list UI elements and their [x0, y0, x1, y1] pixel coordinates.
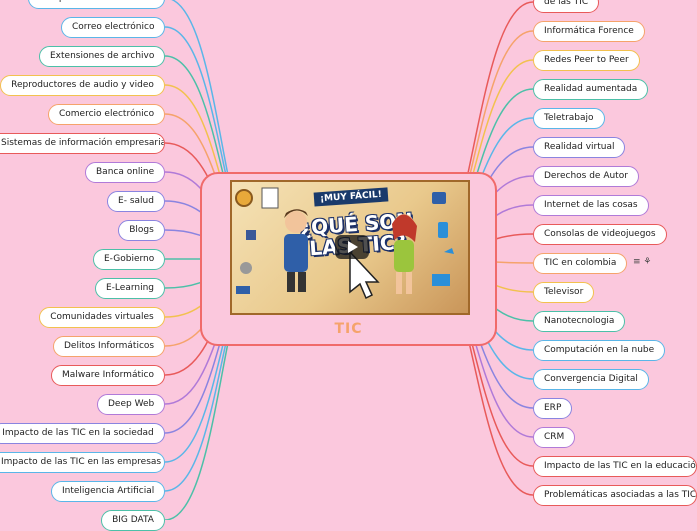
bird-icon: [444, 248, 454, 254]
branch-node-right[interactable]: de las TIC: [533, 0, 599, 13]
video-thumbnail[interactable]: ¡MUY FÁCIL! ¿QUÉ SON LAS TIC?: [230, 180, 470, 315]
branch-node-left[interactable]: E- salud: [107, 190, 165, 212]
branch-node-right[interactable]: Realidad aumentada: [533, 78, 648, 100]
branch-node-left[interactable]: Reproductores de audio y video: [0, 74, 165, 96]
branch-node-right[interactable]: Internet de las cosas: [533, 194, 649, 216]
branch-node-right[interactable]: ERP: [533, 397, 572, 419]
branch-node-right[interactable]: Nanotecnologia: [533, 310, 625, 332]
film-reel-icon: [240, 262, 252, 274]
phone-icon: [438, 222, 448, 238]
branch-node-right[interactable]: Redes Peer to Peer: [533, 49, 640, 71]
document-icon: [261, 187, 279, 209]
note-icon: ≡ ⚘: [633, 257, 652, 267]
laptop-icon: [432, 274, 450, 286]
branch-node-right[interactable]: Computación en la nube: [533, 339, 665, 361]
branch-node-right[interactable]: Impacto de las TIC en la educación: [533, 455, 697, 477]
branch-node-right[interactable]: Problemáticas asociadas a las TIC: [533, 484, 697, 506]
branch-node-left[interactable]: Banca online: [85, 161, 165, 183]
gamepad-icon: [236, 286, 250, 294]
branch-node-left[interactable]: BIG DATA: [101, 509, 165, 531]
branch-node-right[interactable]: Televisor: [533, 281, 594, 303]
branch-node-left[interactable]: Impacto de las TIC en las empresas: [0, 451, 165, 473]
branch-node-left[interactable]: Deep Web: [97, 393, 165, 415]
woman-body-icon: [394, 240, 414, 272]
branch-node-left[interactable]: Malware Informático: [51, 364, 165, 386]
branch-node-left[interactable]: Búsqueda de información: [28, 0, 165, 9]
branch-node-right[interactable]: TIC en colombia: [533, 252, 627, 274]
branch-node-left[interactable]: Inteligencia Artificial: [51, 480, 165, 502]
central-topic[interactable]: ¡MUY FÁCIL! ¿QUÉ SON LAS TIC?: [200, 172, 497, 346]
play-button[interactable]: [335, 235, 369, 259]
branch-node-left[interactable]: Extensiones de archivo: [39, 45, 165, 67]
video-illustration: [235, 187, 454, 300]
branch-node-right[interactable]: Informática Forence: [533, 20, 645, 42]
social-icon: [246, 230, 256, 240]
camera-icon: [432, 192, 446, 204]
branch-node-right[interactable]: CRM: [533, 426, 575, 448]
branch-node-right[interactable]: Teletrabajo: [533, 107, 605, 129]
clock-icon: [235, 189, 253, 207]
branch-node-right[interactable]: Consolas de videojuegos: [533, 223, 667, 245]
branch-node-right[interactable]: Realidad virtual: [533, 136, 625, 158]
branch-node-left[interactable]: Sistemas de información empresarial: [0, 132, 165, 154]
branch-node-left[interactable]: Blogs: [118, 219, 165, 241]
branch-node-left[interactable]: Comercio electrónico: [48, 103, 165, 125]
branch-node-left[interactable]: Correo electrónico: [61, 16, 165, 38]
branch-node-left[interactable]: E-Learning: [95, 277, 165, 299]
cursor-hand-icon: [349, 250, 380, 300]
branch-node-left[interactable]: E-Gobierno: [93, 248, 165, 270]
branch-node-right[interactable]: Derechos de Autor: [533, 165, 639, 187]
man-head-icon: [285, 211, 307, 233]
man-body-icon: [284, 234, 308, 272]
branch-node-left[interactable]: Comunidades virtuales: [39, 306, 165, 328]
branch-node-right[interactable]: Convergencia Digital: [533, 368, 649, 390]
branch-node-left[interactable]: Delitos Informáticos: [53, 335, 165, 357]
central-topic-title: TIC: [334, 321, 363, 337]
branch-node-left[interactable]: Impacto de las TIC en la sociedad: [0, 422, 165, 444]
